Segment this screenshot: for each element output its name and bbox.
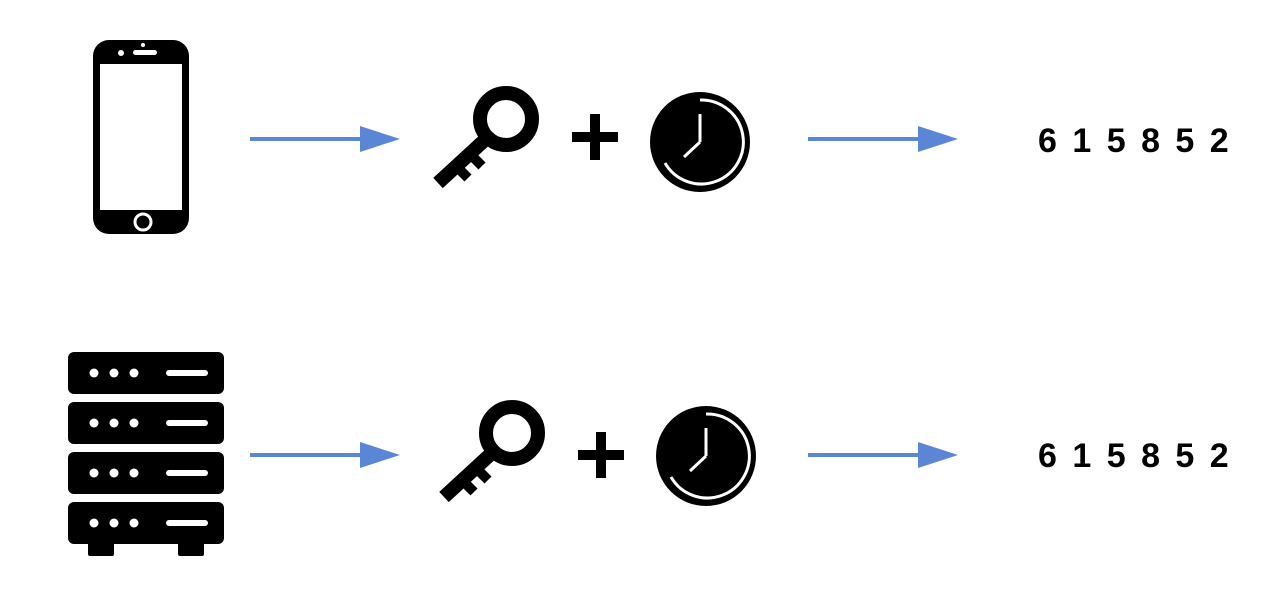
key-icon [439,400,545,503]
clock-icon [656,406,756,506]
totp-code-phone: 6 1 5 8 5 2 [1038,122,1232,160]
arrow-phone-to-key [250,126,400,152]
totp-code-server: 6 1 5 8 5 2 [1038,437,1232,475]
plus-icon [578,432,624,478]
server-icon [68,352,224,556]
plus-icon [572,114,618,160]
arrow-server-to-key [250,442,400,468]
key-icon [433,86,539,189]
arrow-clock-to-code [808,442,958,468]
phone-icon [93,40,189,234]
arrow-clock-to-code [808,126,958,152]
clock-icon [650,92,750,192]
